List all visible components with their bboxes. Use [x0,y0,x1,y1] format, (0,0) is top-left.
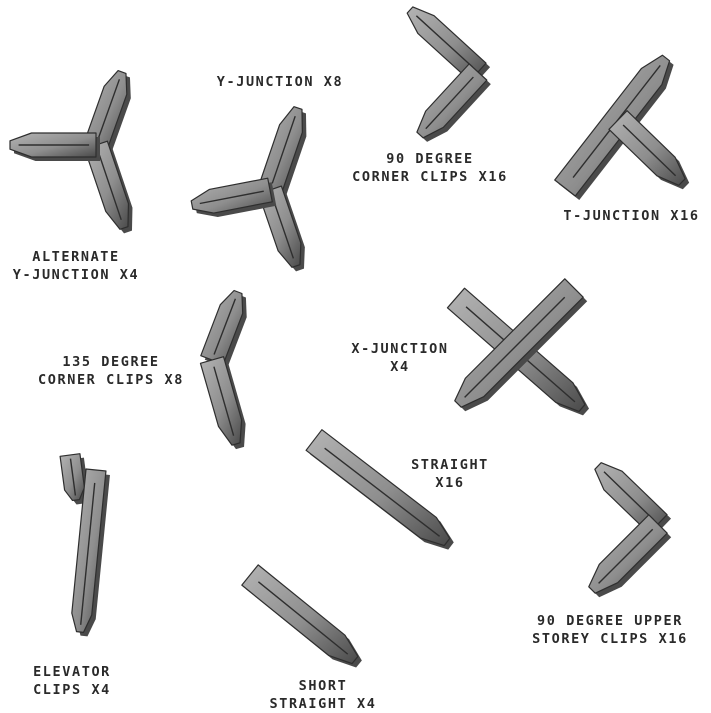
label-x-junction: X-JUNCTION X4 [351,341,449,375]
straight-piece [305,429,454,550]
label-short-straight: SHORT STRAIGHT X4 [269,678,377,712]
alternate-y-junction-piece [9,69,133,234]
135-degree-corner-clip-piece [199,289,247,450]
label-y-junction: Y-JUNCTION X8 [216,74,344,90]
label-135-degree-corner-clips: 135 DEGREE CORNER CLIPS X8 [38,354,184,388]
label-elevator-clips: ELEVATOR CLIPS X4 [33,664,111,698]
label-90-degree-corner-clips: 90 DEGREE CORNER CLIPS X16 [352,151,508,185]
label-90-degree-upper-storey-clips: 90 DEGREE UPPER STOREY CLIPS X16 [532,613,688,647]
label-t-junction: T-JUNCTION X16 [563,208,700,224]
x-junction-piece [446,278,589,416]
label-straight: STRAIGHT X16 [411,457,489,491]
90-degree-upper-storey-clip-piece [588,462,672,598]
y-junction-piece [190,106,307,272]
elevator-clip-piece [59,453,110,637]
label-alternate-y-junction: ALTERNATE Y-JUNCTION X4 [12,249,140,283]
t-junction-piece [554,54,690,200]
short-straight-piece [241,564,362,668]
90-degree-corner-clip-piece [406,6,491,142]
